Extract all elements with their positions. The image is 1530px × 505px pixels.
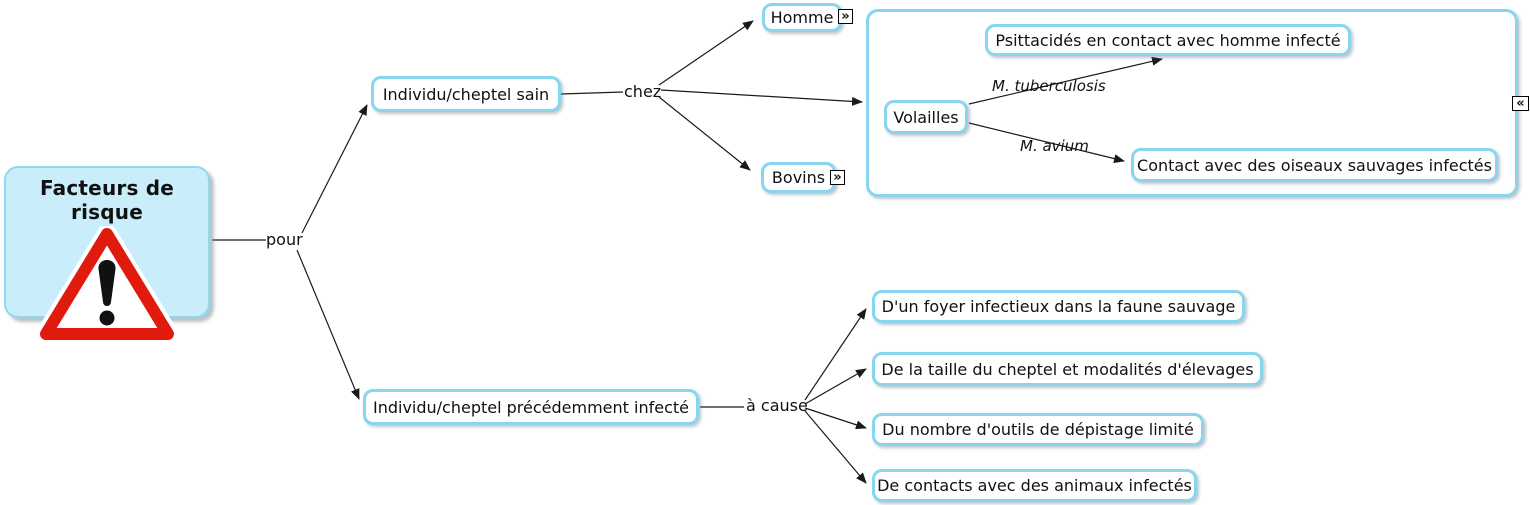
node-label: De contacts avec des animaux infectés — [877, 476, 1192, 495]
node-label: Psittacidés en contact avec homme infect… — [995, 30, 1341, 50]
expand-chevron-icon-bovins[interactable]: » — [830, 170, 845, 185]
node-cause-outils-depistage[interactable]: Du nombre d'outils de dépistage limité — [872, 413, 1204, 446]
link-label-pour[interactable]: pour — [266, 230, 303, 249]
link-label-m-tuberculosis[interactable]: M. tuberculosis — [992, 77, 1106, 95]
node-homme[interactable]: Homme — [762, 3, 842, 32]
expand-glyph: » — [841, 9, 850, 24]
node-label: D'un foyer infectieux dans la faune sauv… — [881, 297, 1236, 316]
link-label-chez[interactable]: chez — [624, 82, 662, 101]
root-node-title: Facteurs de risque — [39, 176, 175, 224]
node-cause-contacts-animaux[interactable]: De contacts avec des animaux infectés — [872, 469, 1197, 502]
node-cause-taille-cheptel[interactable]: De la taille du cheptel et modalités d'é… — [872, 352, 1263, 386]
node-label: Volailles — [893, 107, 959, 127]
node-cause-foyer-infectieux[interactable]: D'un foyer infectieux dans la faune sauv… — [872, 290, 1245, 323]
node-individu-cheptel-sain[interactable]: Individu/cheptel sain — [371, 76, 561, 112]
warning-triangle-icon — [6, 226, 208, 342]
node-label: Contact avec des oiseaux sauvages infect… — [1137, 155, 1492, 175]
node-contact-oiseaux[interactable]: Contact avec des oiseaux sauvages infect… — [1131, 148, 1498, 182]
node-label: De la taille du cheptel et modalités d'é… — [881, 359, 1254, 379]
node-label: Individu/cheptel précédemment infecté — [372, 397, 689, 417]
node-label: Bovins — [771, 168, 826, 187]
link-label-m-avium[interactable]: M. avium — [1020, 137, 1089, 155]
node-individu-cheptel-infecte[interactable]: Individu/cheptel précédemment infecté — [363, 389, 699, 425]
node-label: Homme — [770, 8, 834, 27]
collapse-chevron-icon-group[interactable]: « — [1512, 96, 1529, 111]
link-label-a-cause[interactable]: à cause — [746, 396, 808, 415]
node-bovins[interactable]: Bovins — [761, 162, 836, 193]
node-label: Du nombre d'outils de dépistage limité — [882, 420, 1194, 439]
expand-chevron-icon-homme[interactable]: » — [838, 9, 853, 24]
collapse-glyph: « — [1516, 96, 1525, 111]
node-psittacides[interactable]: Psittacidés en contact avec homme infect… — [985, 24, 1351, 56]
expand-glyph: » — [833, 170, 842, 185]
node-facteurs-de-risque[interactable]: Facteurs de risque — [4, 166, 210, 342]
node-volailles[interactable]: Volailles — [884, 100, 968, 134]
node-label: Individu/cheptel sain — [382, 84, 550, 104]
